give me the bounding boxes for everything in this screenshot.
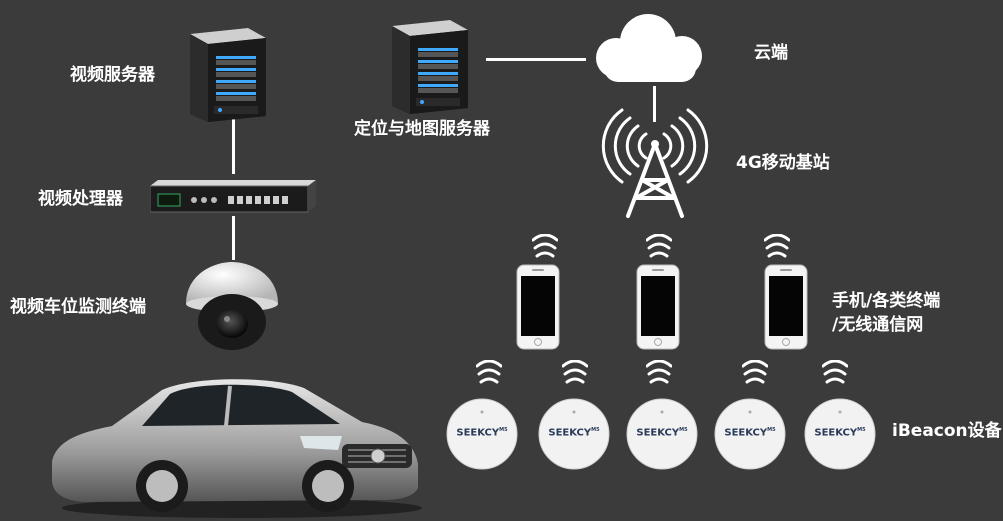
video-processor-icon xyxy=(150,180,316,216)
beacon-wifi-4-icon xyxy=(742,360,768,386)
ibeacon-device: SEEKCYM5 xyxy=(538,398,610,470)
phones-label-line2: /无线通信网 xyxy=(832,315,924,335)
beacon-wifi-2-icon xyxy=(562,360,588,386)
car-image xyxy=(42,370,427,520)
phone-wifi-2-icon xyxy=(646,234,672,260)
beacon-brand: SEEKCY xyxy=(724,427,768,439)
phone-wifi-3-icon xyxy=(764,234,790,260)
beacon-model: M5 xyxy=(679,427,688,433)
beacon-brand: SEEKCY xyxy=(814,427,858,439)
ibeacon-device: SEEKCYM5 xyxy=(804,398,876,470)
link-server-processor xyxy=(232,118,235,174)
beacon-model: M5 xyxy=(767,427,776,433)
ibeacon-device: SEEKCYM5 xyxy=(626,398,698,470)
location-server-label: 定位与地图服务器 xyxy=(354,119,490,139)
beacon-brand: SEEKCY xyxy=(636,427,680,439)
beacon-wifi-3-icon xyxy=(646,360,672,386)
beacon-model: M5 xyxy=(499,427,508,433)
video-server-label: 视频服务器 xyxy=(70,65,155,85)
tower-icon xyxy=(600,108,710,220)
link-locserver-cloud xyxy=(486,58,586,61)
beacon-brand: SEEKCY xyxy=(456,427,500,439)
phone-icon xyxy=(636,264,680,350)
video-server-icon xyxy=(186,26,270,122)
beacon-wifi-1-icon xyxy=(476,360,502,386)
ibeacon-label: iBeacon设备 xyxy=(892,421,1002,441)
ibeacon-device: SEEKCYM5 xyxy=(446,398,518,470)
phone-icon xyxy=(764,264,808,350)
beacon-brand: SEEKCY xyxy=(548,427,592,439)
link-cloud-tower xyxy=(653,86,656,122)
link-processor-camera xyxy=(232,216,235,260)
base-station-label: 4G移动基站 xyxy=(736,153,830,173)
video-processor-label: 视频处理器 xyxy=(38,189,123,209)
beacon-wifi-5-icon xyxy=(822,360,848,386)
beacon-model: M5 xyxy=(857,427,866,433)
camera-label: 视频车位监测终端 xyxy=(10,297,146,317)
beacon-model: M5 xyxy=(591,427,600,433)
phone-icon xyxy=(516,264,560,350)
cloud-label: 云端 xyxy=(754,43,788,63)
location-server-icon xyxy=(388,18,472,114)
phones-label-line1: 手机/各类终端 xyxy=(832,291,941,311)
cloud-icon xyxy=(586,10,710,86)
ibeacon-device: SEEKCYM5 xyxy=(714,398,786,470)
dome-camera-icon xyxy=(180,260,282,356)
phone-wifi-1-icon xyxy=(532,234,558,260)
